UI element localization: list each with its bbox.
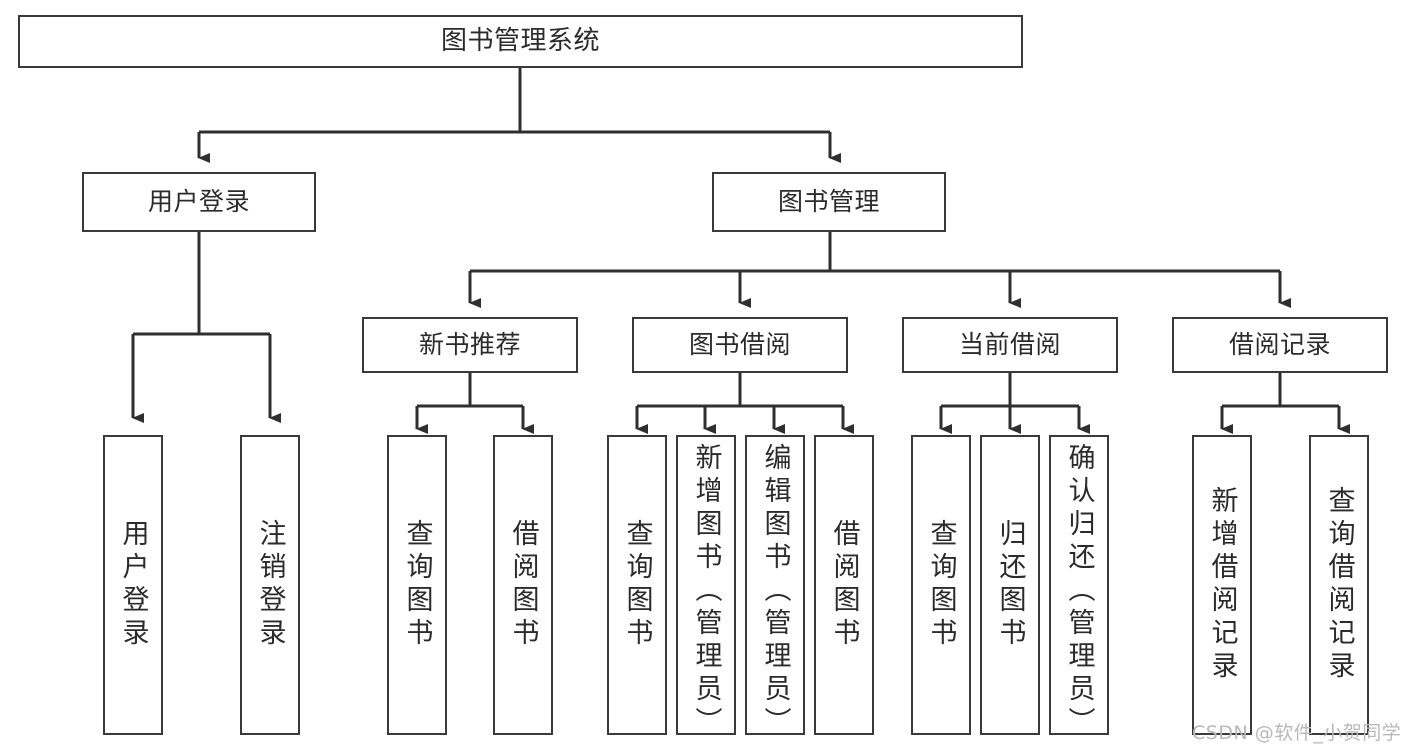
node-label: 编辑图书（管理员）: [759, 443, 791, 740]
leaf-edit-book-admin[interactable]: 编辑图书（管理员）: [745, 435, 805, 740]
leaf-add-borrow-record[interactable]: 新增借阅记录: [1192, 435, 1252, 735]
leaf-user-login[interactable]: 用户登录: [103, 435, 163, 735]
node-book-management[interactable]: 图书管理: [712, 172, 946, 232]
node-label: 注销登录: [254, 519, 286, 651]
node-label: 当前借阅: [958, 330, 1061, 360]
node-label: 借阅记录: [1228, 330, 1331, 360]
node-label: 新书推荐: [418, 330, 521, 360]
node-borrow-record[interactable]: 借阅记录: [1172, 317, 1388, 373]
leaf-query-book-borrow[interactable]: 查询图书: [607, 435, 667, 735]
leaf-borrow-book-new-rec[interactable]: 借阅图书: [493, 435, 553, 735]
leaf-query-borrow-record[interactable]: 查询借阅记录: [1309, 435, 1369, 735]
node-label: 借阅图书: [828, 519, 860, 651]
leaf-borrow-book[interactable]: 借阅图书: [814, 435, 874, 735]
node-label: 确认归还（管理员）: [1063, 443, 1095, 740]
node-label: 用户登录: [117, 519, 149, 651]
node-label: 借阅图书: [507, 519, 539, 651]
node-label: 查询图书: [401, 519, 433, 651]
node-label: 归还图书: [994, 519, 1026, 651]
csdn-watermark: CSDN @软件_小贺同学: [1192, 722, 1402, 744]
leaf-logout-login[interactable]: 注销登录: [240, 435, 300, 735]
node-root-book-management-system[interactable]: 图书管理系统: [18, 15, 1023, 68]
leaf-return-book[interactable]: 归还图书: [980, 435, 1040, 735]
node-label: 图书借阅: [688, 330, 791, 360]
node-label: 查询借阅记录: [1323, 486, 1355, 684]
leaf-add-book-admin[interactable]: 新增图书（管理员）: [676, 435, 736, 740]
node-current-borrow[interactable]: 当前借阅: [902, 317, 1118, 373]
node-label: 图书管理: [777, 187, 880, 217]
node-user-login[interactable]: 用户登录: [82, 172, 316, 232]
node-label: 查询图书: [621, 519, 653, 651]
node-label: 图书管理系统: [440, 26, 600, 57]
node-book-borrow[interactable]: 图书借阅: [632, 317, 848, 373]
node-label: 查询图书: [925, 519, 957, 651]
node-new-book-recommend[interactable]: 新书推荐: [362, 317, 578, 373]
leaf-query-book-new-rec[interactable]: 查询图书: [387, 435, 447, 735]
leaf-confirm-return-admin[interactable]: 确认归还（管理员）: [1049, 435, 1109, 740]
node-label: 新增借阅记录: [1206, 486, 1238, 684]
node-label: 新增图书（管理员）: [690, 443, 722, 740]
node-label: 用户登录: [147, 187, 250, 217]
leaf-query-book-current[interactable]: 查询图书: [911, 435, 971, 735]
